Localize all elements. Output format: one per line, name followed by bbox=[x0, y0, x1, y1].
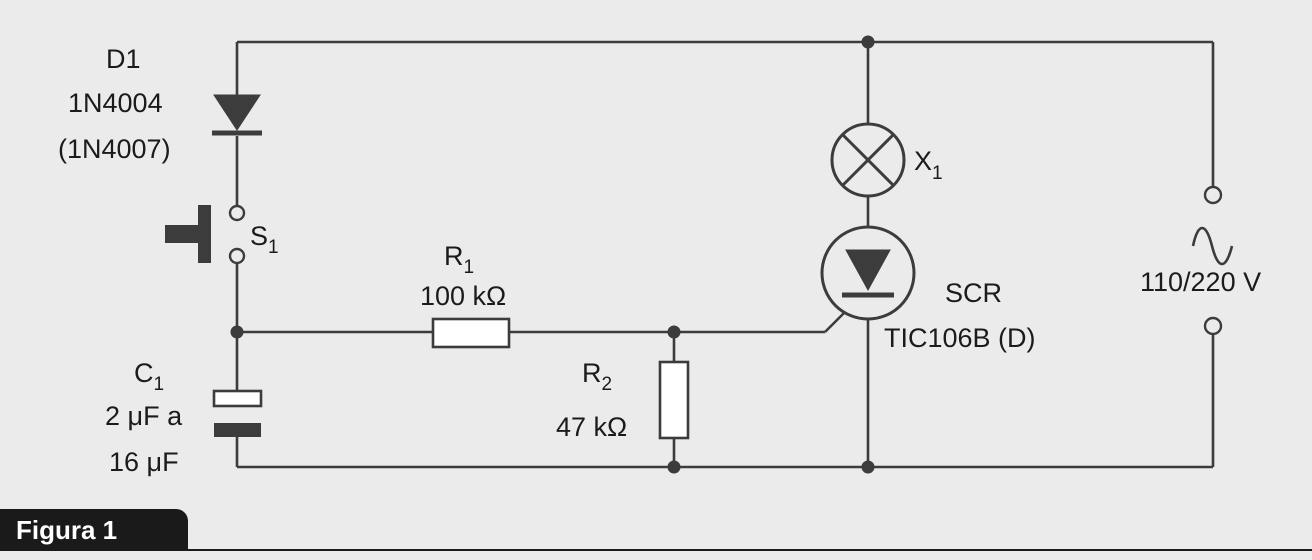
r1-label: R1 bbox=[444, 241, 474, 278]
scr-diode-icon bbox=[845, 249, 891, 292]
resistor-r2: R2 47 kΩ bbox=[556, 358, 690, 442]
d1-label: D1 bbox=[106, 44, 141, 74]
caption-rule bbox=[0, 549, 1312, 551]
junction-dot bbox=[667, 325, 681, 339]
source-terminal-top bbox=[1203, 185, 1223, 205]
switch-s1: S1 bbox=[165, 204, 279, 265]
s1-subscript: 1 bbox=[268, 237, 279, 258]
capacitor-c1: C1 2 μF a 16 μF bbox=[105, 358, 263, 477]
c1-subscript: 1 bbox=[154, 374, 165, 395]
junction-dot bbox=[230, 325, 244, 339]
wiring bbox=[235, 40, 1215, 469]
r1-name: R bbox=[444, 241, 464, 271]
capacitor-plate-bottom bbox=[214, 423, 261, 437]
junction-dot bbox=[861, 35, 875, 49]
d1-part-label: 1N4004 bbox=[68, 88, 163, 118]
diode-symbol-icon bbox=[213, 94, 261, 131]
ac-source: 110/220 V bbox=[1140, 185, 1261, 336]
r1-subscript: 1 bbox=[464, 257, 475, 278]
resistor-body bbox=[431, 317, 511, 349]
lamp-x1: X1 bbox=[830, 122, 943, 198]
c1-name: C bbox=[134, 358, 154, 388]
x1-name: X bbox=[914, 146, 932, 176]
scr-label: SCR bbox=[945, 278, 1002, 308]
r2-name: R bbox=[582, 358, 602, 388]
source-terminal-bottom bbox=[1203, 316, 1223, 336]
c1-value-line2: 16 μF bbox=[109, 447, 179, 477]
r2-value: 47 kΩ bbox=[556, 412, 627, 442]
pushbutton-bar-icon bbox=[198, 205, 211, 263]
scr-part-label: TIC106B (D) bbox=[884, 323, 1036, 353]
r2-label: R2 bbox=[582, 358, 612, 395]
capacitor-plate-top bbox=[212, 389, 263, 408]
figure-caption: Figura 1 bbox=[0, 509, 188, 551]
c1-value-line1: 2 μF a bbox=[105, 401, 183, 431]
s1-label: S1 bbox=[250, 221, 279, 258]
ac-sine-icon bbox=[1191, 226, 1234, 266]
x1-label: X1 bbox=[914, 146, 943, 184]
scr-thyristor: SCR TIC106B (D) bbox=[820, 225, 1036, 353]
junction-dot bbox=[861, 460, 875, 474]
lamp-cross-icon bbox=[841, 133, 895, 187]
pushbutton-plunger-icon bbox=[165, 225, 199, 243]
c1-label: C1 bbox=[134, 358, 164, 395]
resistor-body bbox=[658, 360, 690, 440]
x1-subscript: 1 bbox=[932, 163, 943, 184]
junction-dot bbox=[667, 460, 681, 474]
source-voltage-label: 110/220 V bbox=[1140, 267, 1261, 297]
diode-d1: D1 1N4004 (1N4007) bbox=[58, 44, 262, 164]
resistor-r1: R1 100 kΩ bbox=[420, 241, 511, 349]
switch-contact-top bbox=[228, 204, 246, 222]
r1-value: 100 kΩ bbox=[420, 281, 506, 311]
d1-alt-part-label: (1N4007) bbox=[58, 134, 171, 164]
s1-name: S bbox=[250, 221, 268, 251]
junctions bbox=[230, 35, 875, 474]
r2-subscript: 2 bbox=[602, 374, 613, 395]
switch-contact-bottom bbox=[228, 247, 246, 265]
